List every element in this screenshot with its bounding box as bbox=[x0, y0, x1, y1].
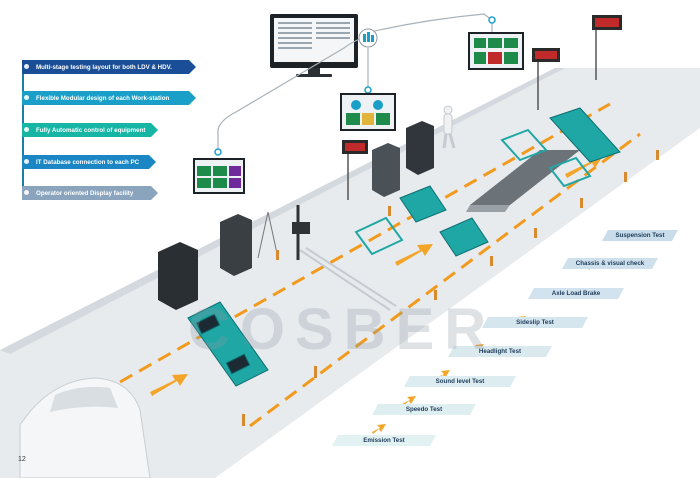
feature-tag-body: Fully Automatic control of equipment bbox=[22, 123, 158, 137]
vehicle bbox=[19, 377, 151, 478]
stage-text: Headlight Test bbox=[478, 348, 522, 355]
feature-label: Flexible Modular design of each Work-sta… bbox=[36, 94, 170, 102]
operator-displays bbox=[193, 32, 524, 194]
roller-plates bbox=[187, 107, 621, 387]
stage-label-speedo: Speedo Test bbox=[372, 404, 476, 415]
stage-text: Speedo Test bbox=[405, 406, 443, 413]
feature-label: Operator oriented Display facility bbox=[36, 189, 134, 197]
feature-label: IT Database connection to each PC bbox=[36, 158, 140, 166]
feature-tag-4: IT Database connection to each PC bbox=[22, 155, 156, 169]
feature-tag-body: Flexible Modular design of each Work-sta… bbox=[22, 91, 196, 105]
control-pc-monitor bbox=[270, 14, 358, 77]
feature-label: Fully Automatic control of equipment bbox=[36, 126, 146, 134]
stage-text: Suspension Test bbox=[615, 232, 665, 239]
stage-text: Sideslip Test bbox=[516, 319, 554, 326]
feature-tag-3: Fully Automatic control of equipment bbox=[22, 123, 158, 137]
inspection-pit bbox=[470, 150, 580, 205]
database-node-glyph bbox=[363, 32, 374, 42]
stage-label-sideslip: Sideslip Test bbox=[482, 317, 588, 328]
bullet-dot-icon bbox=[24, 159, 29, 164]
feature-tag-2: Flexible Modular design of each Work-sta… bbox=[22, 91, 196, 105]
operator-figure bbox=[442, 105, 456, 149]
feature-tag-body: IT Database connection to each PC bbox=[22, 155, 156, 169]
bullet-dot-icon bbox=[24, 95, 29, 100]
stage-text: Sound level Test bbox=[435, 378, 485, 385]
bollards bbox=[242, 150, 659, 426]
bullet-dot-icon bbox=[24, 64, 29, 69]
stage-label-chassis: Chassis & visual check bbox=[562, 258, 658, 269]
stage-text: Emission Test bbox=[363, 437, 405, 444]
stage-label-sound-level: Sound level Test bbox=[404, 376, 516, 387]
stage-label-emission: Emission Test bbox=[332, 435, 436, 446]
bullet-dot-icon bbox=[24, 127, 29, 132]
stage-label-axle-brake: Axle Load Brake bbox=[528, 288, 624, 299]
stage-label-suspension: Suspension Test bbox=[602, 230, 678, 241]
page-number: 12 bbox=[18, 456, 26, 463]
stage-text: Axle Load Brake bbox=[551, 290, 601, 297]
brand-watermark: COSBER bbox=[188, 297, 497, 362]
feature-tag-body: Operator oriented Display facility bbox=[22, 186, 158, 200]
stage-text: Chassis & visual check bbox=[575, 260, 645, 267]
feature-tag-body: Multi-stage testing layout for both LDV … bbox=[22, 60, 196, 74]
equipment-cabinets bbox=[158, 121, 434, 311]
feature-tag-1: Multi-stage testing layout for both LDV … bbox=[22, 60, 196, 74]
stage-label-headlight: Headlight Test bbox=[448, 346, 552, 357]
network-pins bbox=[214, 16, 496, 156]
bullet-dot-icon bbox=[24, 190, 29, 195]
feature-tag-5: Operator oriented Display facility bbox=[22, 186, 158, 200]
display-boards bbox=[342, 15, 622, 200]
feature-label: Multi-stage testing layout for both LDV … bbox=[36, 63, 172, 71]
network-lines bbox=[217, 13, 493, 155]
